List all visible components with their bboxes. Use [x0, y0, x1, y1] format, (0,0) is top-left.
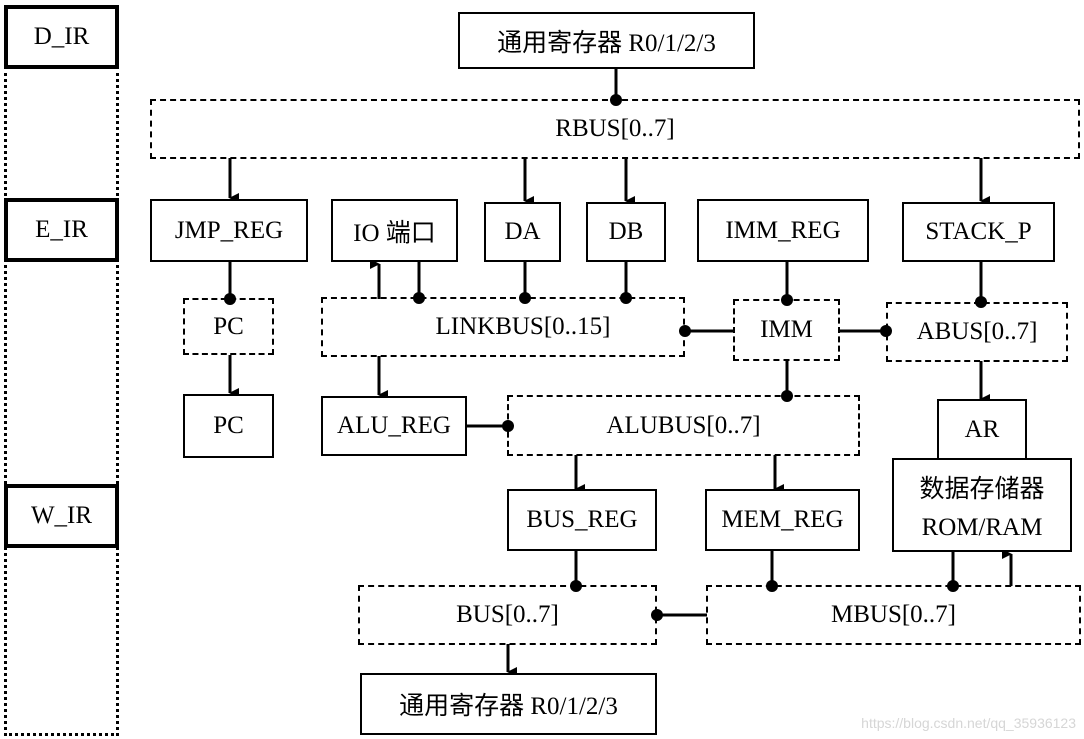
linkbus: LINKBUS[0..15] [321, 297, 685, 357]
abus: ABUS[0..7] [886, 302, 1068, 362]
db-register: DB [586, 202, 666, 262]
bus-reg: BUS_REG [507, 489, 657, 551]
register-label: PC [213, 412, 244, 439]
gpr-top-register: 通用寄存器 R0/1/2/3 [458, 12, 755, 69]
register-label: 通用寄存器 R0/1/2/3 [497, 29, 716, 57]
imm-reg: IMM_REG [697, 199, 869, 262]
junction-dot [679, 325, 691, 337]
mbus: MBUS[0..7] [706, 585, 1081, 645]
bus-label: IMM [760, 316, 813, 343]
register-label: ALU_REG [337, 412, 451, 439]
pc-register: PC [183, 394, 274, 458]
watermark: https://blog.csdn.net/qq_35936123 [861, 715, 1076, 731]
gpr-bottom-register: 通用寄存器 R0/1/2/3 [360, 673, 657, 735]
stack-p-register: STACK_P [902, 202, 1055, 262]
bus-label: ABUS[0..7] [916, 318, 1038, 345]
stage-label: W_IR [30, 502, 93, 529]
register-label: DA [504, 218, 541, 245]
bus-label: ALUBUS[0..7] [606, 411, 761, 439]
bus-label: LINKBUS[0..15] [435, 313, 611, 340]
memory-title: 数据存储器 [919, 475, 1045, 503]
ar-register: AR [937, 399, 1027, 460]
register-label: STACK_P [925, 218, 1032, 245]
data-memory: 数据存储器 ROM/RAM [892, 458, 1072, 552]
register-label: BUS_REG [526, 506, 638, 533]
bus-label: MBUS[0..7] [830, 601, 956, 628]
stage-d-ir: D_IR [4, 5, 119, 69]
stage-e-ir: E_IR [4, 198, 119, 262]
register-label: IO 端口 [353, 219, 436, 247]
alubus: ALUBUS[0..7] [507, 395, 860, 456]
register-label: MEM_REG [721, 506, 844, 533]
bus-label: PC [213, 312, 244, 340]
register-label: 通用寄存器 R0/1/2/3 [399, 693, 618, 720]
da-register: DA [484, 202, 561, 262]
stage-w-ir: W_IR [4, 484, 119, 548]
stage-label: E_IR [35, 216, 88, 243]
register-label: JMP_REG [174, 216, 284, 244]
pc-bus: PC [183, 298, 274, 355]
stage-label: D_IR [33, 23, 90, 50]
rbus: RBUS[0..7] [150, 99, 1080, 159]
junction-dot [651, 609, 663, 621]
alu-reg: ALU_REG [321, 396, 467, 456]
io-port: IO 端口 [331, 199, 458, 262]
bus-label: BUS[0..7] [456, 601, 559, 628]
register-label: AR [964, 415, 1000, 443]
jmp-reg: JMP_REG [150, 199, 308, 262]
stage-column [4, 66, 119, 736]
imm-bus: IMM [733, 299, 840, 361]
mem-reg: MEM_REG [705, 489, 860, 551]
memory-type: ROM/RAM [921, 513, 1043, 541]
register-label: DB [608, 218, 644, 245]
bus-label: RBUS[0..7] [555, 115, 675, 142]
bus: BUS[0..7] [358, 585, 657, 645]
register-label: IMM_REG [725, 216, 841, 244]
